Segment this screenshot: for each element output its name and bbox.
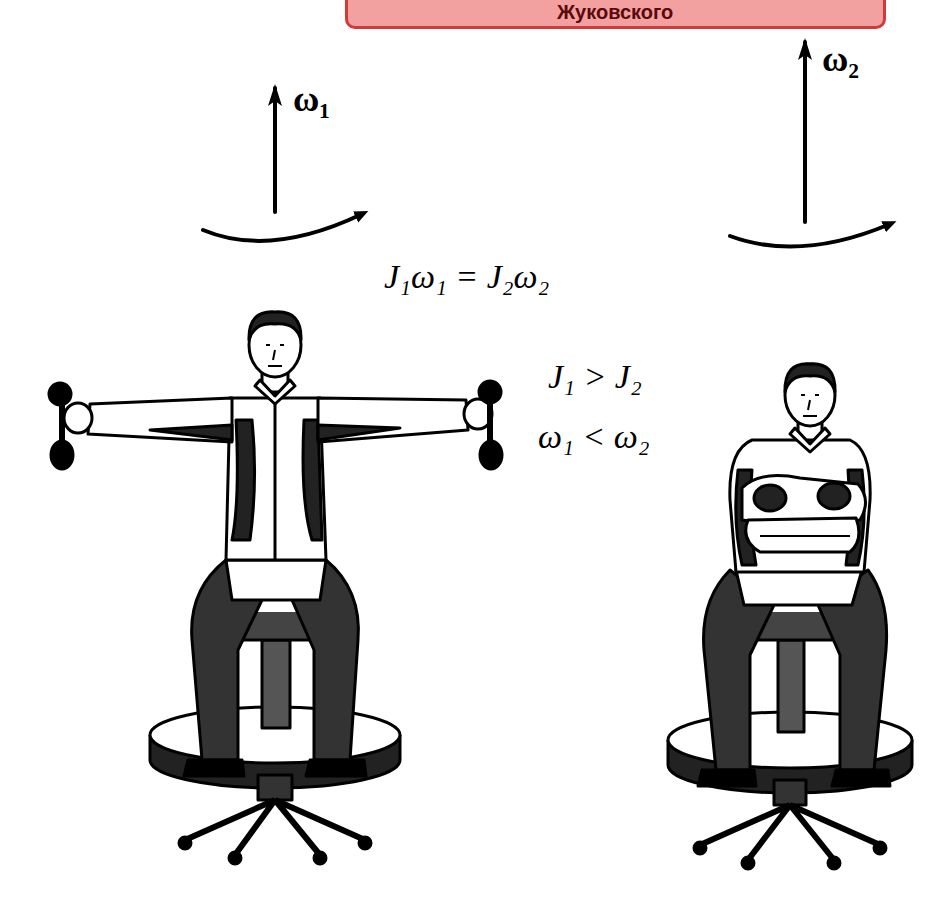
title-text: Жуковского	[557, 1, 673, 23]
rotation-arrow	[730, 224, 890, 247]
person-arms-folded	[668, 364, 912, 869]
omega-label: ω₁	[293, 80, 330, 120]
person-arms-out	[49, 312, 502, 864]
inertia-relation: J₁ > J₂	[548, 358, 642, 395]
omega-label: ω₂	[822, 40, 859, 80]
rotation-arrow	[203, 214, 362, 241]
conservation-formula: J₁ω₁ = J₂ω₂	[384, 258, 549, 295]
omega-vector	[273, 88, 277, 212]
speed-relation: ω₁ < ω₂	[538, 418, 650, 455]
omega-vector	[803, 42, 807, 222]
